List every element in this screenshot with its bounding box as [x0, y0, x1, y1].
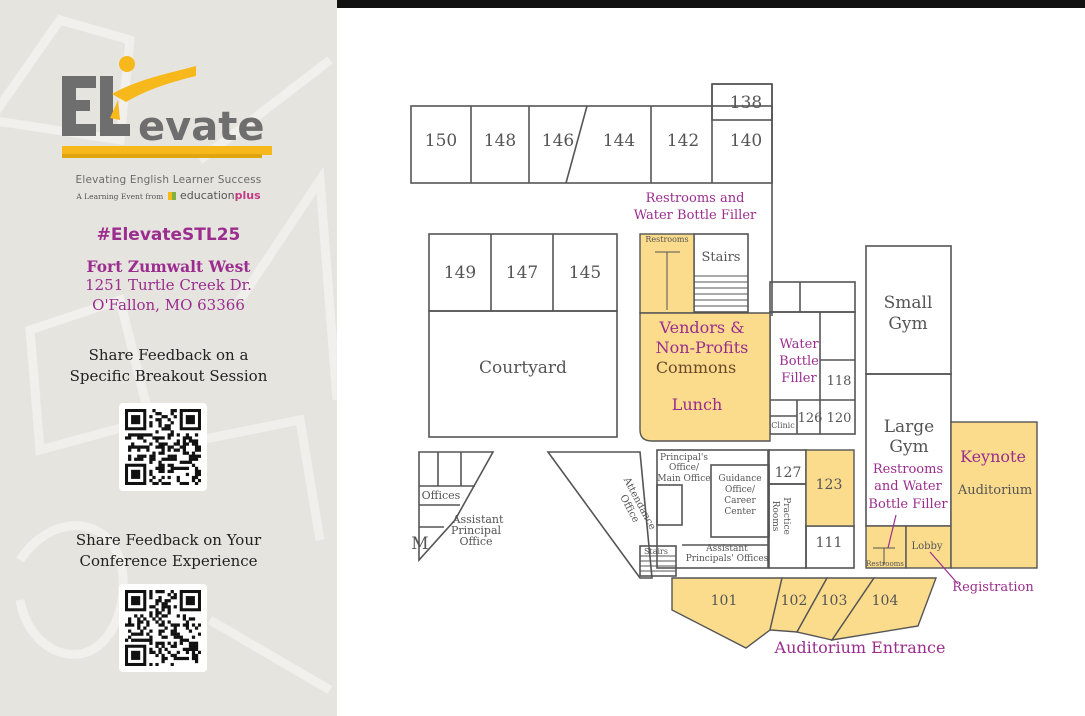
info-sidebar: evate Elevating English Learner Success …	[0, 0, 337, 716]
room-150-label: 150	[425, 131, 457, 151]
lobby-label: Lobby	[911, 541, 942, 552]
hashtag: #ElevateSTL25	[96, 225, 241, 245]
small-gym-label-2: Gym	[888, 314, 927, 334]
commons-label: Commons	[656, 358, 736, 377]
room-123-area	[805, 449, 855, 527]
room-149-label: 149	[444, 263, 476, 283]
offices-label: Offices	[422, 489, 461, 502]
feedback-breakout-line2: Specific Breakout Session	[69, 367, 268, 385]
address-line-1: 1251 Turtle Creek Dr.	[85, 276, 252, 294]
restrooms-gym-small-label: Restrooms	[866, 560, 904, 568]
room-111-label: 111	[816, 535, 843, 551]
courtyard-box	[428, 310, 618, 438]
feedback-conference-label: Share Feedback on Your Conference Experi…	[0, 530, 337, 572]
asst-principal-label-3: Office	[459, 535, 492, 548]
floor-map: 150 148 146 144 142 140 138 149 147 145 …	[410, 83, 1038, 657]
courtyard-label: Courtyard	[479, 358, 567, 378]
restrooms-gym-label-2: and Water	[874, 479, 942, 494]
keynote-auditorium-area	[950, 421, 1038, 569]
room-101-label: 101	[711, 593, 738, 609]
restrooms-top-label-1: Restrooms and	[646, 191, 745, 206]
stairs-small-label: Stairs	[644, 547, 668, 556]
room-102-label: 102	[781, 593, 808, 609]
guidance-label-4: Center	[724, 507, 756, 517]
room-144-label: 144	[603, 131, 635, 151]
brand-education: education	[180, 189, 235, 202]
room-146-label: 146	[542, 131, 574, 151]
tagline: Elevating English Learner Success	[75, 174, 262, 186]
m-label: M	[411, 534, 428, 554]
feedback-breakout-label: Share Feedback on a Specific Breakout Se…	[0, 345, 337, 387]
room-127-label: 127	[775, 465, 802, 481]
svg-text:evate: evate	[138, 104, 264, 150]
lunch-label: Lunch	[672, 395, 723, 414]
room-103-label: 103	[821, 593, 848, 609]
feedback-conference-line2: Conference Experience	[79, 552, 258, 570]
room-147-label: 147	[506, 263, 538, 283]
lobby-area	[905, 525, 952, 569]
practice-label-2: Rooms	[770, 501, 780, 532]
venue-name: Fort Zumwalt West	[86, 257, 251, 276]
education-plus-logo-icon	[167, 192, 176, 200]
conference-qr-code[interactable]	[119, 584, 207, 672]
water-label-2: Bottle	[779, 354, 819, 369]
brand-plus: plus	[234, 189, 261, 202]
top-bar	[337, 0, 1085, 8]
room-140-label: 140	[730, 131, 762, 151]
guidance-label-2: Office/	[725, 485, 756, 495]
room-138-label: 138	[730, 93, 762, 113]
asst-principal-label-2: Principal	[451, 524, 502, 537]
stairs-label: Stairs	[702, 250, 741, 265]
keynote-label: Keynote	[960, 447, 1026, 466]
vendors-label-1: Vendors &	[659, 318, 745, 337]
guidance-label-3: Career	[724, 496, 756, 506]
vendors-label-2: Non-Profits	[656, 338, 749, 357]
guidance-label-1: Guidance	[718, 474, 761, 484]
room-126-label: 126	[798, 411, 823, 426]
restrooms-small-label: Restrooms	[645, 235, 688, 244]
asst-principals-label-2: Principals' Offices	[686, 554, 769, 564]
auditorium-entrance-label: Auditorium Entrance	[774, 638, 946, 657]
qr-code-icon	[125, 409, 201, 485]
restrooms-gym-label-1: Restrooms	[873, 462, 943, 477]
asst-principals-label-1: Assistant	[705, 544, 748, 554]
principal-label-2: Office/	[669, 463, 700, 473]
large-gym-label-1: Large	[884, 417, 935, 437]
commons-area	[639, 312, 771, 442]
room-104-label: 104	[872, 593, 899, 609]
top-corridor-block	[410, 105, 773, 184]
room-118-label: 118	[827, 374, 852, 389]
room-145-label: 145	[569, 263, 601, 283]
restrooms-gym-label-3: Bottle Filler	[868, 497, 948, 512]
room-120-label: 120	[827, 411, 852, 426]
address-line-2: O'Fallon, MO 63366	[92, 296, 245, 314]
breakout-qr-code[interactable]	[119, 403, 207, 491]
room-123-label: 123	[816, 477, 843, 493]
feedback-breakout-line1: Share Feedback on a	[88, 346, 249, 364]
large-gym-label-2: Gym	[889, 437, 928, 457]
restrooms-top-label-2: Water Bottle Filler	[634, 208, 757, 223]
qr-code-icon	[125, 590, 201, 666]
subline: A Learning Event from educationplus	[0, 189, 337, 202]
small-gym-label-1: Small	[884, 293, 933, 313]
room-101-area	[671, 577, 783, 649]
asst-principal-label-1: Assistant	[452, 513, 504, 526]
principal-label-3: Main Office	[657, 474, 710, 484]
feedback-conference-line1: Share Feedback on Your	[75, 531, 262, 549]
registration-label: Registration	[952, 580, 1034, 595]
room-104-area	[830, 577, 938, 641]
elevate-logo: evate	[62, 56, 272, 158]
water-label-3: Filler	[781, 371, 817, 386]
room-148-label: 148	[484, 131, 516, 151]
principal-label-1: Principal's	[660, 453, 708, 463]
clinic-label: Clinic	[771, 421, 795, 430]
practice-label-1: Practice	[781, 497, 791, 535]
room-142-label: 142	[667, 131, 699, 151]
water-label-1: Water	[779, 337, 819, 352]
restrooms-gym-area	[865, 525, 907, 569]
auditorium-label: Auditorium	[957, 483, 1032, 498]
subline-text: A Learning Event from	[76, 192, 164, 201]
